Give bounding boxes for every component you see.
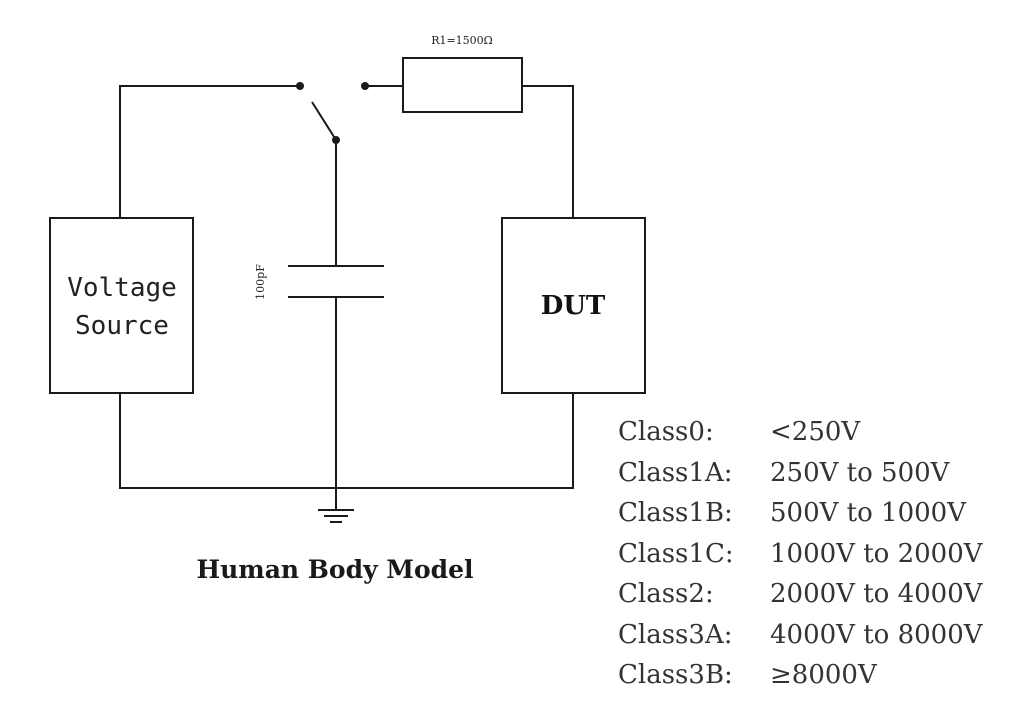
esd-class-list: Class0: <250V Class1A: 250V to 500V Class1B:… [618,412,983,696]
esd-class-name: Class1B: [618,498,733,528]
esd-class-range: <250V [770,417,861,447]
wire-source-to-switch [119,85,300,218]
esd-class-name: Class3A: [618,619,733,650]
esd-class-name: Class2: [618,579,714,609]
voltage-source-box [49,217,194,394]
resistor-label: R1=1500Ω [431,34,493,47]
switch-contact-left [296,82,304,90]
voltage-source-label-line2: Source [75,311,169,341]
esd-class-item: Class2: 2000V to 4000V [618,574,983,615]
esd-class-range: 2000V to 4000V [770,579,983,609]
ground-icon [318,509,354,523]
esd-class-item: Class0: <250V [618,412,983,453]
esd-class-range: 1000V to 2000V [770,538,983,569]
dut-box [501,217,646,394]
esd-class-range: 500V to 1000V [770,498,966,528]
esd-class-name: Class1A: [618,457,733,488]
capacitor-label: 100pF [254,264,267,300]
esd-class-name: Class3B: [618,660,733,690]
diagram-title: Human Body Model [196,555,473,584]
voltage-source-label-line1: Voltage [67,273,177,303]
circuit-wires [119,85,574,510]
capacitor [288,265,384,298]
wire-return-path [119,393,574,489]
esd-class-item: Class3B: ≥8000V [618,655,983,696]
wire-resistor-to-dut [522,85,574,218]
esd-class-name: Class0: [618,417,714,447]
dut-label: DUT [541,291,606,321]
esd-class-item: Class1C: 1000V to 2000V [618,534,983,575]
esd-class-range: 250V to 500V [770,457,950,488]
esd-class-item: Class1B: 500V to 1000V [618,493,983,534]
esd-class-range: 4000V to 8000V [770,619,983,650]
switch [296,82,369,144]
switch-blade [311,101,337,141]
esd-class-item: Class3A: 4000V to 8000V [618,615,983,656]
esd-class-range: ≥8000V [770,660,877,690]
esd-class-name: Class1C: [618,538,734,569]
resistor-r1 [402,57,523,113]
switch-contact-right [361,82,369,90]
esd-class-item: Class1A: 250V to 500V [618,453,983,494]
